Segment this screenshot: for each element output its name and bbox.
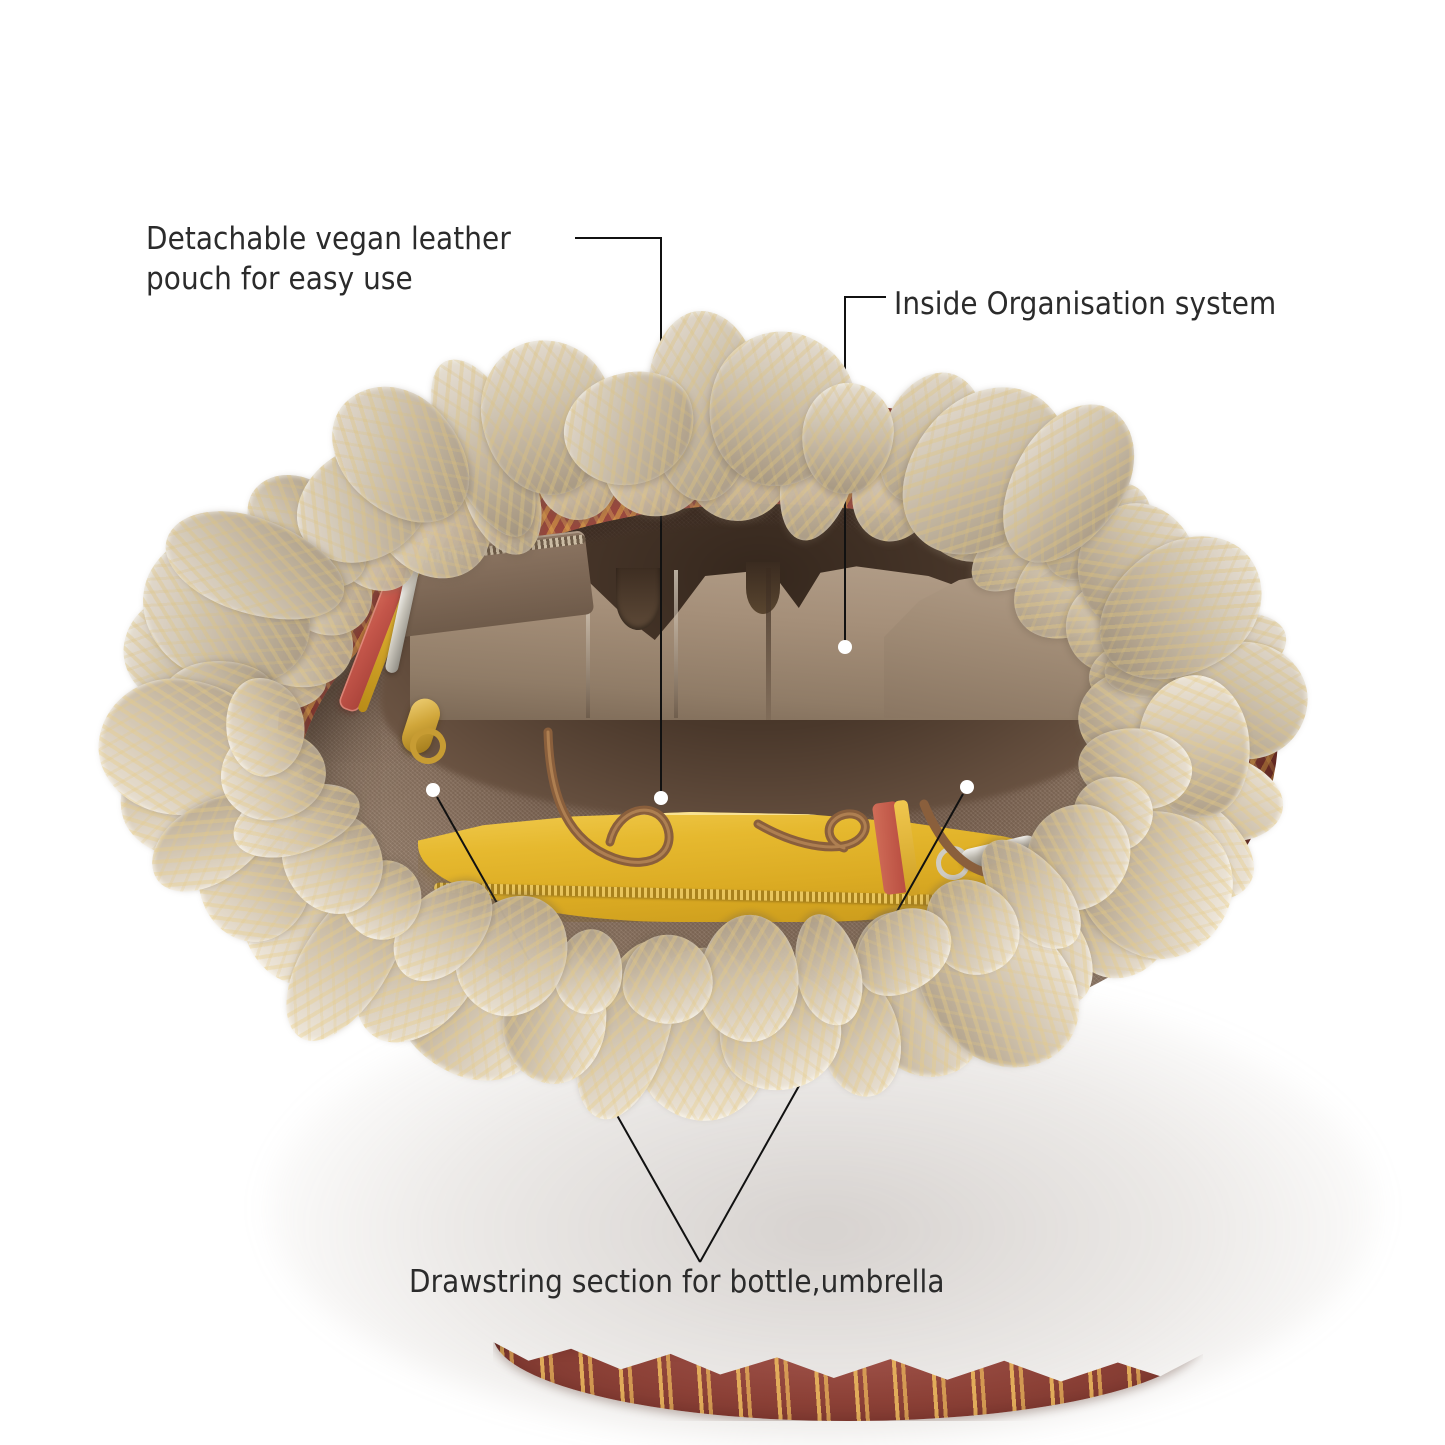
ruched-drawstring-collar xyxy=(93,310,1314,1131)
callout-label-detachable-pouch: Detachable vegan leather pouch for easy … xyxy=(146,221,511,298)
product-photo-bag-interior xyxy=(93,310,1378,1442)
callout-label-inside-organisation: Inside Organisation system xyxy=(894,286,1277,322)
pocket-divider xyxy=(766,568,771,720)
collar-ruche-fold-inner xyxy=(622,934,714,1024)
pocket-notch-secondary xyxy=(746,562,780,614)
callout-label-drawstring-section: Drawstring section for bottle,umbrella xyxy=(409,1264,945,1300)
pocket-divider xyxy=(674,570,678,718)
